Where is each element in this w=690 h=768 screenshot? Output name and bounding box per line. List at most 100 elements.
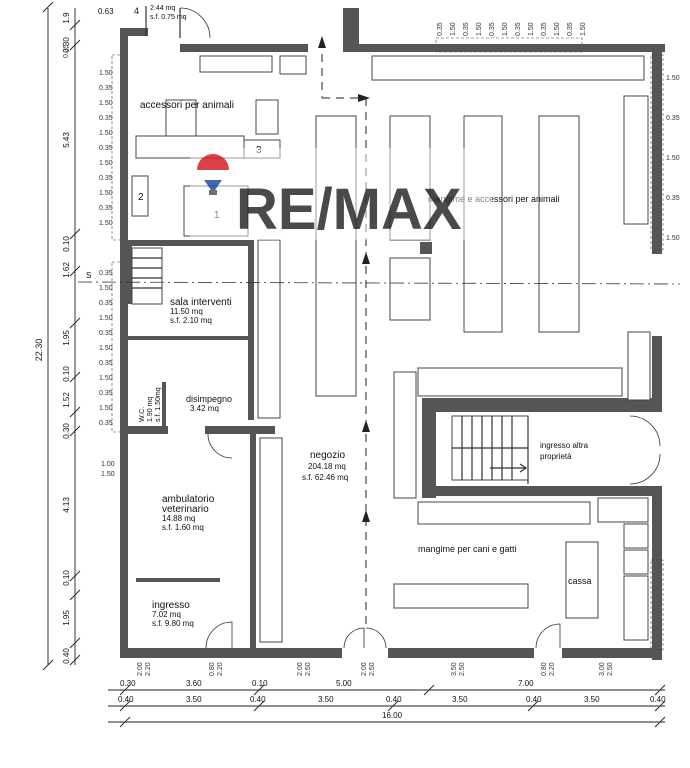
dim-d1: 1.9 [62,12,71,24]
shelves [131,55,651,643]
win-label-13: 1.50 [99,285,113,292]
label-mangime-top: mangime e accessori per animali [428,194,560,204]
bot-r2-4: 0.40 [386,695,402,704]
label-num-1: 1 [214,210,220,221]
label-ingresso-altra2: proprietà [540,452,572,461]
top-win-6: 1.50 [502,22,509,36]
top-win-7: 0.35 [515,22,522,36]
balloon-logo-icon [197,154,229,195]
top-left-cut: 0.63 [98,7,114,16]
dim-d2: 0.30 [62,37,71,53]
label-sala-area: 11.50 mq [170,307,203,316]
label-wc-area: 1.90 mq [147,397,154,422]
dim-d5: 1.62 [62,262,71,278]
bot-open-9: 3.50 [451,662,458,676]
room-4-number: 4 [134,6,139,16]
win-label-6: 0.35 [99,145,113,152]
top-win-5: 0.35 [489,22,496,36]
top-win-11: 0.35 [567,22,574,36]
dim-d4: 0.10 [62,236,71,252]
bot-open-5: 2.00 [297,662,304,676]
label-disimpegno-title: disimpegno [186,394,232,404]
top-win-9: 0.35 [541,22,548,36]
label-ambulatorio-area: 14.88 mq [162,514,195,523]
room-4-area: 2.44 mq [150,5,175,12]
label-sala-title: sala interventi [170,297,232,308]
bot-r1-0: 0.30 [120,679,136,688]
win-label-11: 1.50 [99,220,113,227]
small-room-top-left: 0.63 4 2.44 mq s.f. 0.75 mq [98,5,211,39]
bot-open-11: 0.80 [541,662,548,676]
bot-total: 16.00 [382,711,403,720]
win-label-12: 0.35 [99,270,113,277]
label-cassa: cassa [568,576,592,586]
win-label-4: 0.35 [99,115,113,122]
win-label-16: 0.35 [99,330,113,337]
dim-d9: 0.30 [62,423,71,439]
top-win-4: 1.50 [476,22,483,36]
bot-open-13: 3.00 [599,662,606,676]
label-ambulatorio-title2: veterinario [162,504,209,515]
label-num-3: 3 [256,145,262,156]
right-win-2: 0.35 [666,115,680,122]
dim-d6: 1.95 [62,330,71,346]
win-label-21: 1.50 [99,405,113,412]
label-ambulatorio-sf: s.f. 1.60 mq [162,523,204,532]
bot-open-14: 2.50 [607,662,614,676]
right-win-5: 1.50 [666,235,680,242]
bot-r1-2: 0.10 [252,679,268,688]
bot-open-8: 2.50 [369,662,376,676]
right-win-1: 1.50 [666,75,680,82]
top-win-2: 1.50 [450,22,457,36]
win-label-8: 0.35 [99,175,113,182]
top-win-1: 0.35 [437,22,444,36]
bot-open-4: 2.20 [217,662,224,676]
label-ambulatorio-title1: ambulatorio [162,494,215,505]
dim-d8: 1.52 [62,392,71,408]
top-window-markings: 0.35 1.50 0.35 1.50 0.35 1.50 0.35 1.50 … [63,22,587,58]
dim-d11: 0.10 [62,570,71,586]
bottom-opening-labels: 2.00 2.20 0.80 2.20 2.00 2.50 2.00 2.50 … [137,662,614,676]
win-label-1: 1.50 [99,70,113,77]
top-win-3: 0.35 [463,22,470,36]
main-stair [451,415,661,485]
bot-r2-5: 3.50 [452,695,468,704]
dim-d3: 5.43 [62,132,71,148]
label-num-2: 2 [138,192,144,203]
label-sala-sf: s.f. 2.10 mq [170,316,212,325]
label-wc-sf: s.f. 1.50mq [155,387,162,422]
circulation-path [318,36,370,630]
dim-d7: 0.10 [62,366,71,382]
win-label-14: 0.35 [99,300,113,307]
bot-r2-1: 3.50 [186,695,202,704]
bot-r1-4: 7.00 [518,679,534,688]
label-ingresso-sf: s.f. 9.80 mq [152,619,194,628]
dim-d12: 1.95 [62,610,71,626]
win-label-17: 1.50 [99,345,113,352]
label-ingresso-altra1: ingresso altra [540,441,589,450]
interior-walls [120,240,662,648]
dim-d10: 4.13 [62,497,71,513]
bot-open-2: 2.20 [145,662,152,676]
label-negozio-title: negozio [310,450,345,461]
remax-watermark: RE/MAX [190,148,492,242]
room-4-sf: s.f. 0.75 mq [150,14,187,21]
bot-r2-8: 0.40 [650,695,666,704]
room-labels: accessori per animali mangime e accessor… [138,100,592,628]
label-wc-title: W.C. [139,407,146,422]
win-label-5: 1.50 [99,130,113,137]
win-label-2: 0.35 [99,85,113,92]
bottom-dimension-chains: 0.30 3.60 0.10 5.00 7.00 0.40 3.50 0.40 … [108,679,666,728]
win-label-7: 1.50 [99,160,113,167]
top-win-8: 1.50 [528,22,535,36]
label-ingresso-area: 7.02 mq [152,610,181,619]
win-label-18: 0.35 [99,360,113,367]
bot-r2-7: 3.50 [584,695,600,704]
section-mark: S [86,271,91,280]
win-label-23: 1.00 [101,461,115,468]
right-win-4: 0.35 [666,195,680,202]
bot-r2-2: 0.40 [250,695,266,704]
dim-d13: 0.40 [62,648,71,664]
bot-r2-6: 0.40 [526,695,542,704]
bot-open-7: 2.00 [361,662,368,676]
